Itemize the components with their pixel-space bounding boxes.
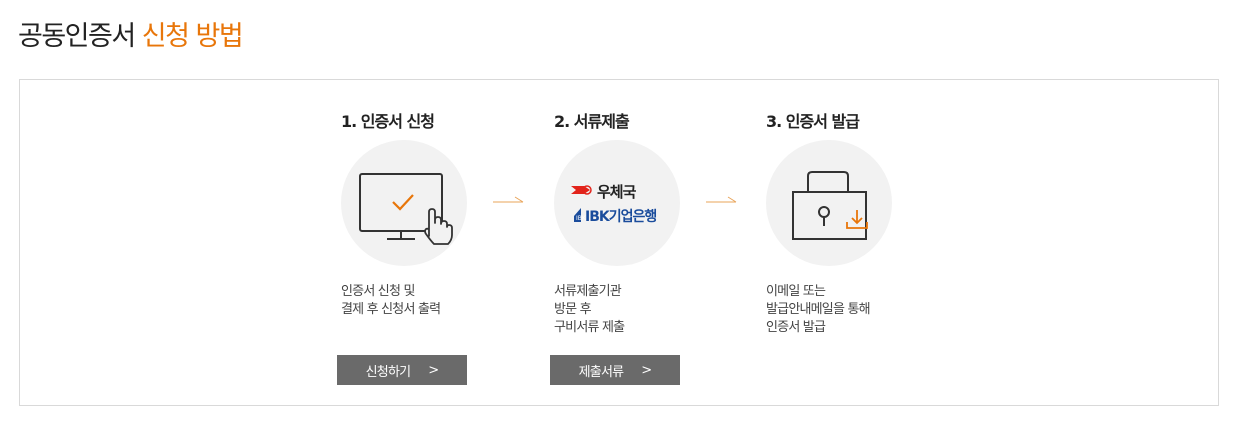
step-title: 3. 인증서 발급: [766, 112, 860, 131]
page-title-accent: 신청 방법: [141, 21, 244, 52]
post-office-ibk-logo: IBK 우체국 IBK기업은행: [554, 140, 680, 266]
svg-text:IBK: IBK: [576, 215, 587, 222]
lock-download-icon: [766, 140, 892, 266]
page-title-main: 공동인증서: [18, 21, 136, 52]
documents-button[interactable]: 제출서류 >: [550, 355, 680, 385]
post-office-label: 우체국: [597, 183, 636, 201]
arrow-right-icon: [493, 196, 524, 203]
arrow-right-icon: [706, 196, 737, 203]
step-description: 인증서 신청 및 결제 후 신청서 출력: [341, 284, 441, 317]
chevron-right-icon: >: [428, 362, 439, 378]
apply-button[interactable]: 신청하기 >: [337, 355, 467, 385]
page-title: 공동인증서 신청 방법: [18, 14, 244, 53]
step-description: 서류제출기관 방문 후 구비서류 제출: [554, 284, 625, 335]
step-title: 2. 서류제출: [554, 112, 630, 131]
chevron-right-icon: >: [641, 362, 652, 378]
ibk-bank-label: IBK기업은행: [585, 209, 657, 225]
step-title: 1. 인증서 신청: [341, 112, 435, 131]
monitor-check-click-icon: [341, 140, 467, 266]
application-steps-panel: 1. 인증서 신청 인증서 신청 및 결제 후 신청서 출력 신청하기 > 2.…: [19, 79, 1219, 406]
step-description: 이메일 또는 발급안내메일을 통해 인증서 발급: [766, 284, 871, 335]
